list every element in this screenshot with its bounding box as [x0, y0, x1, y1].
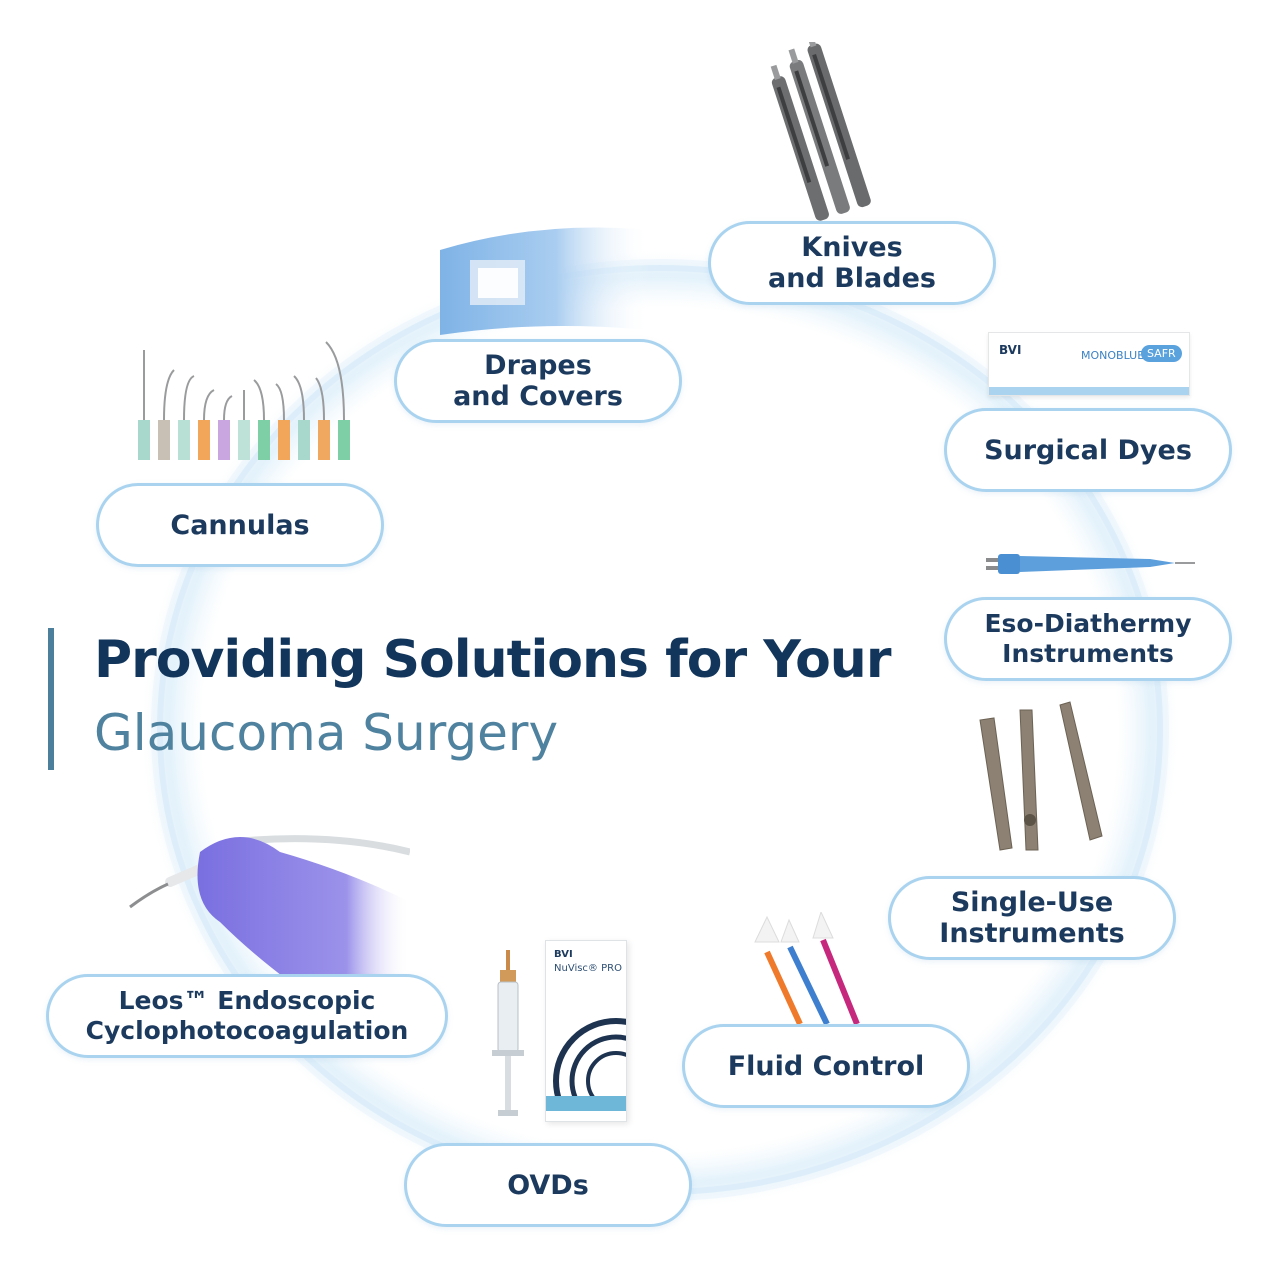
- dye-box-brand: BVI: [999, 343, 1022, 357]
- category-ovds[interactable]: OVDs: [404, 1143, 692, 1227]
- category-label-line: Drapes: [484, 350, 592, 381]
- drapes-image: [440, 227, 650, 335]
- knives-image: [770, 42, 871, 221]
- dye-box-name: MONOBLUE: [1081, 349, 1145, 362]
- category-cannulas[interactable]: Cannulas: [96, 483, 384, 567]
- category-fluid-control[interactable]: Fluid Control: [682, 1024, 970, 1108]
- heading-accent-bar: [48, 628, 54, 770]
- category-label-line: Instruments: [1002, 639, 1174, 668]
- category-label-line: Single-Use: [950, 887, 1114, 918]
- category-label-line: Leos™ Endoscopic: [118, 986, 376, 1015]
- category-label-line: Instruments: [939, 918, 1125, 949]
- dye-box-image: BVI MONOBLUE SAFR: [988, 332, 1190, 396]
- category-label-line: Knives: [801, 232, 903, 263]
- heading-title: Providing Solutions for Your: [94, 630, 891, 690]
- sponges-image: [754, 912, 860, 1026]
- forceps-image: [979, 701, 1103, 851]
- category-knives-and-blades[interactable]: Knives and Blades: [708, 221, 996, 305]
- category-label-line: Surgical Dyes: [984, 434, 1192, 466]
- cannulas-image: [138, 341, 350, 460]
- ovd-box-image: BVI NuVisc® PRO: [545, 940, 627, 1122]
- category-label-line: OVDs: [507, 1169, 589, 1201]
- category-label-line: Eso-Diathermy: [984, 609, 1192, 638]
- ovd-box-name: NuVisc® PRO: [554, 963, 622, 974]
- syringe-image: [492, 950, 524, 1116]
- category-drapes-and-covers[interactable]: Drapes and Covers: [394, 339, 682, 423]
- diathermy-image: [986, 554, 1195, 574]
- dye-box-badge: SAFR: [1141, 345, 1182, 362]
- leos-probe-image: [129, 835, 410, 982]
- category-surgical-dyes[interactable]: Surgical Dyes: [944, 408, 1232, 492]
- category-label-line: and Covers: [453, 381, 623, 412]
- category-label-line: Cyclophotocoagulation: [85, 1016, 409, 1045]
- category-label-line: and Blades: [768, 263, 936, 294]
- category-leos-endoscopic-cyclophotocoagulation[interactable]: Leos™ Endoscopic Cyclophotocoagulation: [46, 974, 448, 1058]
- category-eso-diathermy-instruments[interactable]: Eso-Diathermy Instruments: [944, 597, 1232, 681]
- category-single-use-instruments[interactable]: Single-Use Instruments: [888, 876, 1176, 960]
- category-label-line: Fluid Control: [727, 1050, 925, 1082]
- ovd-box-rings: [546, 1018, 626, 1111]
- page-heading: Providing Solutions for Your Glaucoma Su…: [48, 628, 928, 770]
- ovd-box-brand: BVI: [554, 949, 573, 960]
- heading-subtitle: Glaucoma Surgery: [94, 704, 559, 762]
- category-label-line: Cannulas: [170, 509, 310, 541]
